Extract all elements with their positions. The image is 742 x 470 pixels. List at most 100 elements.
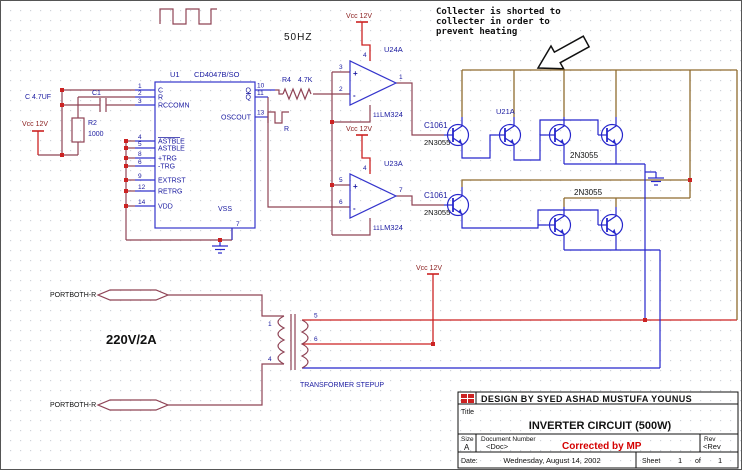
doc-number-value: <Doc> bbox=[486, 442, 509, 451]
port-bottom[interactable]: PORTBOTH-R bbox=[50, 399, 170, 411]
r2-refdes: R2 bbox=[88, 120, 97, 127]
svg-text:1: 1 bbox=[268, 321, 272, 328]
svg-text:11: 11 bbox=[373, 225, 380, 232]
u24a-minus-sign: - bbox=[353, 91, 356, 100]
svg-text:2: 2 bbox=[138, 90, 142, 97]
svg-text:11: 11 bbox=[373, 112, 380, 119]
clock-waveform-icon bbox=[159, 8, 217, 25]
svg-text:VSS: VSS bbox=[218, 206, 232, 213]
vcc-symbol-transformer[interactable]: Vcc 12V bbox=[416, 265, 442, 275]
resistor-r2[interactable]: R2 1000 bbox=[71, 117, 104, 143]
collector-note: Collecter is shorted to collecter in ord… bbox=[436, 6, 561, 37]
u21a-refdes: U21A bbox=[496, 107, 515, 116]
u24a-refdes: U24A bbox=[384, 45, 403, 54]
date-value: Wednesday, August 14, 2002 bbox=[503, 456, 600, 465]
u24a-part: LM324 bbox=[380, 110, 403, 119]
upper-driver-refdes: C1061 bbox=[424, 121, 448, 130]
ground-symbol-right[interactable] bbox=[645, 171, 665, 186]
svg-text:3: 3 bbox=[339, 64, 343, 71]
ic-u1-part: CD4047B/SO bbox=[194, 70, 240, 79]
rev-label: Rev bbox=[704, 436, 716, 443]
svg-text:7: 7 bbox=[236, 221, 240, 228]
ic-u1-refdes: U1 bbox=[170, 70, 180, 79]
svg-text:10: 10 bbox=[257, 83, 265, 90]
svg-text:7: 7 bbox=[399, 187, 403, 194]
c1-refdes: C1 bbox=[92, 90, 101, 97]
sheet-of-label: of bbox=[695, 458, 701, 465]
power-wires bbox=[37, 22, 737, 345]
svg-text:3: 3 bbox=[138, 98, 142, 105]
svg-text:RCCOMN: RCCOMN bbox=[158, 103, 190, 110]
transformer-label: TRANSFORMER STEPUP bbox=[300, 382, 384, 389]
freq-label: 50HZ bbox=[284, 32, 312, 43]
transformer[interactable]: 1 4 5 6 TRANSFORMER STEPUP bbox=[268, 313, 384, 390]
sheet-title: INVERTER CIRCUIT (500W) bbox=[529, 420, 672, 432]
svg-text:4: 4 bbox=[363, 52, 367, 59]
u23a-part: LM324 bbox=[380, 223, 403, 232]
svg-text:4: 4 bbox=[268, 356, 272, 363]
title-block: DESIGN BY SYED ASHAD MUSTUFA YOUNUS Titl… bbox=[457, 391, 739, 469]
resistor-r4[interactable]: R4 4.7K bbox=[282, 77, 313, 101]
svg-text:EXTRST: EXTRST bbox=[158, 178, 186, 185]
size-value: A bbox=[464, 443, 470, 452]
svg-text:6: 6 bbox=[339, 199, 343, 206]
svg-text:C: C bbox=[158, 88, 163, 95]
ic-u1-pin-labels: C R RCCOMN ASTBLE ASTBLE +TRG -TRG EXTRS… bbox=[158, 88, 252, 213]
u24a-pin-numbers: 4 11 3 2 1 bbox=[339, 52, 403, 119]
svg-text:6: 6 bbox=[314, 336, 318, 343]
rev-value: <Rev bbox=[703, 442, 721, 451]
svg-text:14: 14 bbox=[138, 199, 146, 206]
u23a-plus-sign: + bbox=[353, 182, 358, 191]
vcc-transformer-label: Vcc 12V bbox=[416, 265, 442, 272]
collector-bus-wires bbox=[461, 69, 738, 320]
u24a-plus-sign: + bbox=[353, 69, 358, 78]
svg-text:ASTBLE: ASTBLE bbox=[158, 146, 185, 153]
svg-text:2: 2 bbox=[339, 86, 343, 93]
svg-text:6: 6 bbox=[138, 159, 142, 166]
svg-text:5: 5 bbox=[339, 177, 343, 184]
ic-u1-pin-stubs bbox=[135, 89, 275, 240]
svg-text:5: 5 bbox=[314, 313, 318, 320]
doc-number-label: Document Number bbox=[481, 436, 536, 443]
oscout-net-label: R bbox=[284, 126, 289, 133]
capacitor-c1[interactable]: C1 C 4.7UF bbox=[25, 90, 107, 112]
u23a-minus-sign: - bbox=[353, 204, 356, 213]
vcc-symbol-u24[interactable]: Vcc 12V bbox=[346, 13, 372, 23]
svg-text:Q: Q bbox=[246, 95, 252, 102]
ic-u1-body[interactable] bbox=[154, 81, 256, 229]
ic-u1-pin-numbers: 1 2 3 4 5 8 6 9 12 14 10 11 13 7 bbox=[138, 83, 265, 229]
svg-text:Collecter is shorted to: Collecter is shorted to bbox=[436, 6, 561, 17]
sheet-number: 1 bbox=[678, 456, 682, 465]
opamp-u23a[interactable]: + - U23A LM324 4 11 5 6 7 bbox=[339, 159, 403, 232]
transformer-pin-numbers: 1 4 5 6 bbox=[268, 313, 318, 364]
ic-u1[interactable]: U1 CD4047B/SO 1 2 3 4 5 8 6 9 12 14 10 1… bbox=[135, 70, 275, 240]
signal-wires bbox=[38, 71, 444, 406]
opamp-u24a[interactable]: + - U24A LM324 4 11 3 2 1 bbox=[339, 45, 403, 119]
sheet-label: Sheet bbox=[642, 458, 660, 465]
lower-driver-value: 2N3055 bbox=[424, 208, 450, 217]
svg-text:4: 4 bbox=[138, 134, 142, 141]
svg-text:+TRG: +TRG bbox=[158, 156, 177, 163]
size-label: Size bbox=[461, 436, 474, 443]
lower-driver-refdes: C1061 bbox=[424, 191, 448, 200]
port-top-label: PORTBOTH-R bbox=[50, 292, 96, 299]
vcc-symbol-u23[interactable]: Vcc 12V bbox=[346, 126, 372, 136]
voltage-label: 220V/2A bbox=[106, 332, 157, 347]
svg-text:collecter in order to: collecter in order to bbox=[436, 16, 550, 27]
sheet-total: 1 bbox=[718, 456, 722, 465]
port-bottom-label: PORTBOTH-R bbox=[50, 402, 96, 409]
svg-text:RETRG: RETRG bbox=[158, 189, 183, 196]
date-label: Date: bbox=[461, 458, 478, 465]
vcc-symbol-left[interactable]: Vcc 12V bbox=[22, 121, 48, 132]
note-arrow-icon bbox=[536, 35, 591, 70]
u23a-pin-numbers: 4 11 5 6 7 bbox=[339, 165, 403, 232]
c1-value: C 4.7UF bbox=[25, 94, 51, 101]
r4-value: 4.7K bbox=[298, 77, 313, 84]
port-top[interactable]: PORTBOTH-R bbox=[50, 289, 170, 301]
svg-text:1: 1 bbox=[138, 83, 142, 90]
svg-text:13: 13 bbox=[257, 110, 265, 117]
design-by: DESIGN BY SYED ASHAD MUSTUFA YOUNUS bbox=[481, 394, 692, 404]
svg-text:R: R bbox=[158, 95, 163, 102]
svg-text:5: 5 bbox=[138, 141, 142, 148]
